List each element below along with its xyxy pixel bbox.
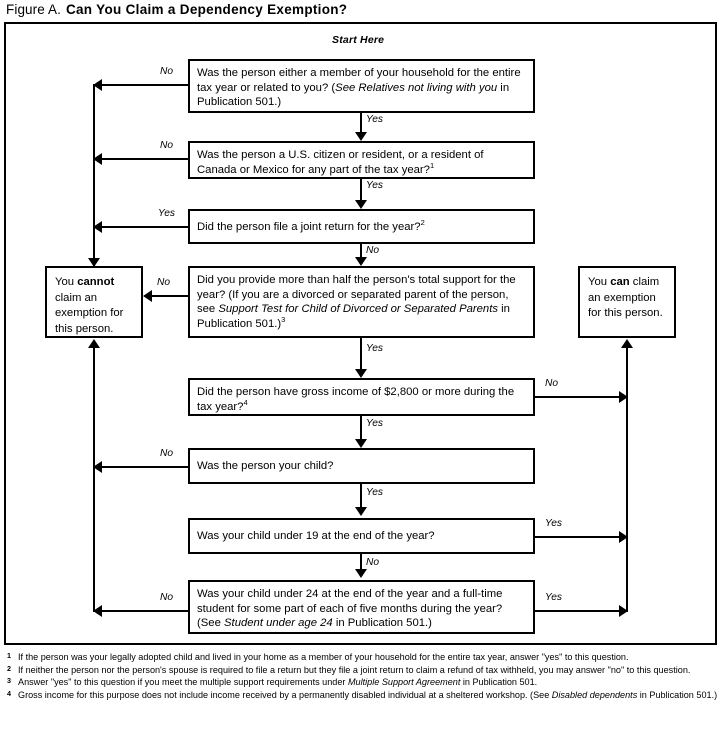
edge-label-q4-no: No xyxy=(157,277,171,288)
edge-label-q5-no: No xyxy=(545,378,559,389)
decision-box-household-or-related-text: Was the person either a member of your h… xyxy=(197,67,521,109)
edge-q3-no-line xyxy=(360,244,362,258)
edge-q6-yes-arrow xyxy=(355,507,367,516)
edge-label-q2-no: No xyxy=(160,140,174,151)
edge-label-q8-no: No xyxy=(160,592,174,603)
edge-q3-yes-line xyxy=(100,226,190,228)
edge-label-q3-no: No xyxy=(366,245,380,256)
edge-q8-no-line xyxy=(100,610,190,612)
decision-box-joint-return-text: Did the person file a joint return for t… xyxy=(197,218,425,233)
decision-box-child-under-19-text: Was your child under 19 at the end of th… xyxy=(197,530,435,542)
edge-label-q5-yes: Yes xyxy=(366,418,383,429)
edge-q7-no-line xyxy=(360,554,362,570)
page-title: Figure A. Can You Claim a Dependency Exem… xyxy=(6,2,347,17)
decision-box-household-or-related: Was the person either a member of your h… xyxy=(188,59,535,113)
edge-q6-no-line xyxy=(100,466,190,468)
left-rail-upper xyxy=(93,84,95,266)
edge-q3-no-arrow xyxy=(355,257,367,266)
edge-label-q3-yes: Yes xyxy=(158,208,175,219)
edge-q7-yes-line xyxy=(535,536,627,538)
edge-label-q2-yes: Yes xyxy=(366,180,383,191)
edge-q4-no-line xyxy=(150,295,190,297)
decision-box-joint-return: Did the person file a joint return for t… xyxy=(188,209,535,244)
decision-box-child-under-19: Was your child under 19 at the end of th… xyxy=(188,518,535,554)
edge-q2-no-line xyxy=(100,158,190,160)
decision-box-citizen-resident: Was the person a U.S. citizen or residen… xyxy=(188,141,535,179)
edge-q7-no-arrow xyxy=(355,569,367,578)
edge-q5-yes-arrow xyxy=(355,439,367,448)
edge-q5-no-arrow xyxy=(619,391,628,403)
start-here-label: Start Here xyxy=(332,34,385,46)
footnote-3-marker: 3 xyxy=(7,676,11,686)
edge-q5-no-line xyxy=(535,396,627,398)
edge-q4-yes-arrow xyxy=(355,369,367,378)
edge-q8-no-arrow xyxy=(93,605,102,617)
footnote-2-marker: 2 xyxy=(7,663,11,673)
footnote-4-marker: 4 xyxy=(7,688,11,698)
edge-q2-yes-arrow xyxy=(355,200,367,209)
edge-q7-yes-arrow xyxy=(619,531,628,543)
left-rail-arrow-into-cannot-bottom xyxy=(88,339,100,348)
left-rail-arrow-into-cannot-top xyxy=(88,258,100,267)
edge-q1-yes-arrow xyxy=(355,132,367,141)
left-rail-lower xyxy=(93,346,95,612)
edge-q2-yes-line xyxy=(360,179,362,201)
decision-box-gross-income: Did the person have gross income of $2,8… xyxy=(188,378,535,416)
edge-q8-yes-arrow xyxy=(619,605,628,617)
edge-label-q6-yes: Yes xyxy=(366,487,383,498)
edge-label-q6-no: No xyxy=(160,448,174,459)
edge-q5-yes-line xyxy=(360,416,362,440)
edge-q8-yes-line xyxy=(535,610,627,612)
decision-box-child-under-24-student-text: Was your child under 24 at the end of th… xyxy=(197,588,503,630)
edge-q4-no-arrow xyxy=(143,290,152,302)
decision-box-gross-income-text: Did the person have gross income of $2,8… xyxy=(197,386,515,413)
edge-q4-yes-line xyxy=(360,338,362,370)
edge-label-q8-yes: Yes xyxy=(545,592,562,603)
edge-q6-yes-line xyxy=(360,484,362,508)
terminal-box-can-claim: You can claim an exemption for this pers… xyxy=(578,266,676,338)
edge-q3-yes-arrow xyxy=(93,221,102,233)
decision-box-support-test: Did you provide more than half the perso… xyxy=(188,266,535,338)
edge-label-q1-yes: Yes xyxy=(366,114,383,125)
decision-box-person-your-child: Was the person your child? xyxy=(188,448,535,484)
figure-label: Figure A. xyxy=(6,2,61,17)
edge-q1-no-arrow xyxy=(93,79,102,91)
edge-q1-yes-line xyxy=(360,113,362,133)
chart-frame xyxy=(4,22,717,645)
terminal-box-can-claim-text: You can claim an exemption for this pers… xyxy=(588,276,663,319)
edge-label-q7-no: No xyxy=(366,557,380,568)
terminal-box-cannot-claim: You cannot claim an exemption for this p… xyxy=(45,266,143,338)
edge-q6-no-arrow xyxy=(93,461,102,473)
decision-box-support-test-text: Did you provide more than half the perso… xyxy=(197,274,516,330)
edge-q1-no-line xyxy=(100,84,190,86)
right-rail xyxy=(626,346,628,612)
edge-label-q7-yes: Yes xyxy=(545,518,562,529)
edge-q2-no-arrow xyxy=(93,153,102,165)
decision-box-child-under-24-student: Was your child under 24 at the end of th… xyxy=(188,580,535,634)
edge-label-q4-yes: Yes xyxy=(366,343,383,354)
footnote-1-marker: 1 xyxy=(7,651,11,660)
figure-title-text: Can You Claim a Dependency Exemption? xyxy=(65,2,348,17)
decision-box-citizen-resident-text: Was the person a U.S. citizen or residen… xyxy=(197,149,484,176)
right-rail-arrow-into-can xyxy=(621,339,633,348)
edge-label-q1-no: No xyxy=(160,66,174,77)
decision-box-person-your-child-text: Was the person your child? xyxy=(197,460,334,472)
terminal-box-cannot-claim-text: You cannot claim an exemption for this p… xyxy=(55,276,124,335)
